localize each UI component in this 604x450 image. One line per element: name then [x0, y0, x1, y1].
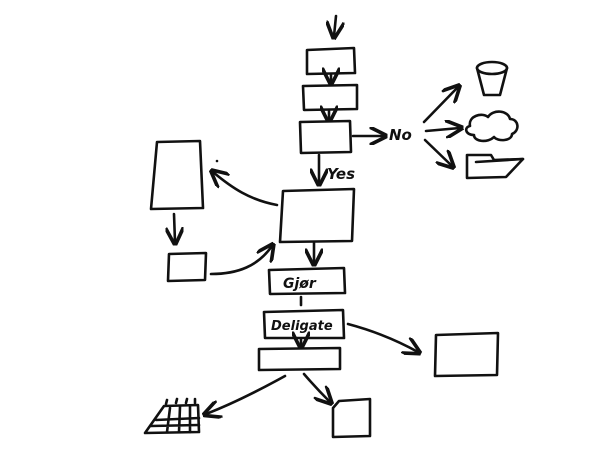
center-box [278, 187, 356, 244]
arrow-no-to-folder [423, 138, 452, 166]
trash-can-icon [475, 60, 509, 97]
arrow-center-to-left-tall [213, 172, 279, 207]
gjor-label: Gjør [283, 276, 317, 292]
entry-arrow [334, 14, 336, 36]
arrow-left-tall-to-small [174, 212, 175, 242]
no-label: No [389, 126, 412, 144]
calendar-icon [143, 397, 201, 435]
step-box-2 [301, 83, 359, 112]
gjor-box [267, 266, 347, 296]
folder-icon [465, 153, 525, 180]
arrow-bottom-to-calendar [206, 374, 287, 414]
arrow-small-to-center [209, 246, 272, 276]
bottom-box [257, 346, 342, 372]
step-box-1 [305, 46, 357, 76]
left-small-box [166, 251, 208, 283]
arrow-bottom-to-document [302, 372, 330, 402]
delegate-box [262, 308, 346, 340]
document-icon [331, 397, 372, 439]
cloud-icon [464, 110, 519, 143]
arrow-no-to-cup [422, 87, 458, 124]
delegate-label: Deligate [271, 319, 333, 334]
yes-label: Yes [327, 165, 355, 183]
arrow-delegate-to-right-box [346, 322, 418, 352]
decision-box [298, 119, 353, 155]
arrow-no-to-cloud [424, 128, 460, 131]
left-tall-box [149, 139, 205, 211]
delegate-target-box [433, 331, 500, 378]
ink-dot [215, 159, 219, 163]
